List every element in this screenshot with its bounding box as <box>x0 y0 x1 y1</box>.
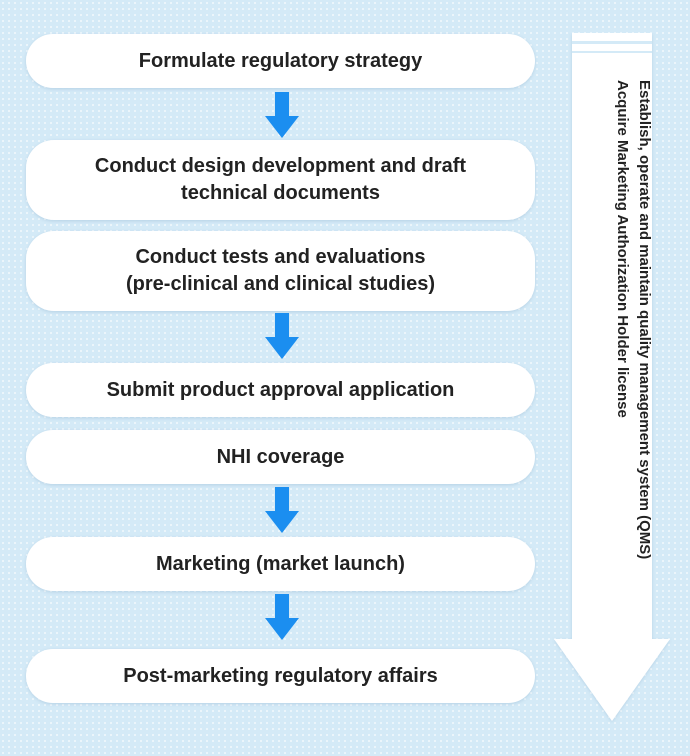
flow-arrow-down-icon <box>264 594 300 640</box>
step-marketing-launch: Marketing (market launch) <box>26 537 535 591</box>
step-label-line-2: technical documents <box>181 182 380 204</box>
flow-arrow-down-icon <box>264 487 300 533</box>
step-label-line-1: Conduct design development and draft <box>94 155 467 177</box>
flow-arrow-down-icon <box>264 313 300 359</box>
side-arrow-text: Establish, operate and maintain quality … <box>585 80 655 660</box>
step-label-line-2: (pre-clinical and clinical studies) <box>126 273 435 295</box>
step-label: NHI coverage <box>216 445 345 468</box>
step-conduct-tests-and-evaluations: Conduct tests and evaluations (pre-clini… <box>26 231 535 311</box>
qms-label: Establish, operate and maintain quality … <box>636 80 653 560</box>
step-label: Marketing (market launch) <box>156 552 405 575</box>
side-arrow-down-icon <box>552 33 672 723</box>
step-conduct-design-development: Conduct design development and draft tec… <box>26 140 535 220</box>
step-nhi-coverage: NHI coverage <box>26 430 535 484</box>
step-formulate-regulatory-strategy: Formulate regulatory strategy <box>26 34 535 88</box>
step-label: Post-marketing regulatory affairs <box>123 664 438 687</box>
marketing-authorization-label: Acquire Marketing Authorization Holder l… <box>614 80 631 418</box>
step-post-marketing-regulatory-affairs: Post-marketing regulatory affairs <box>26 649 535 703</box>
step-submit-product-approval: Submit product approval application <box>26 363 535 417</box>
flow-arrow-down-icon <box>264 92 300 138</box>
step-label: Submit product approval application <box>106 378 455 401</box>
step-label-line-1: Conduct tests and evaluations <box>135 246 426 268</box>
step-label: Formulate regulatory strategy <box>138 49 423 72</box>
